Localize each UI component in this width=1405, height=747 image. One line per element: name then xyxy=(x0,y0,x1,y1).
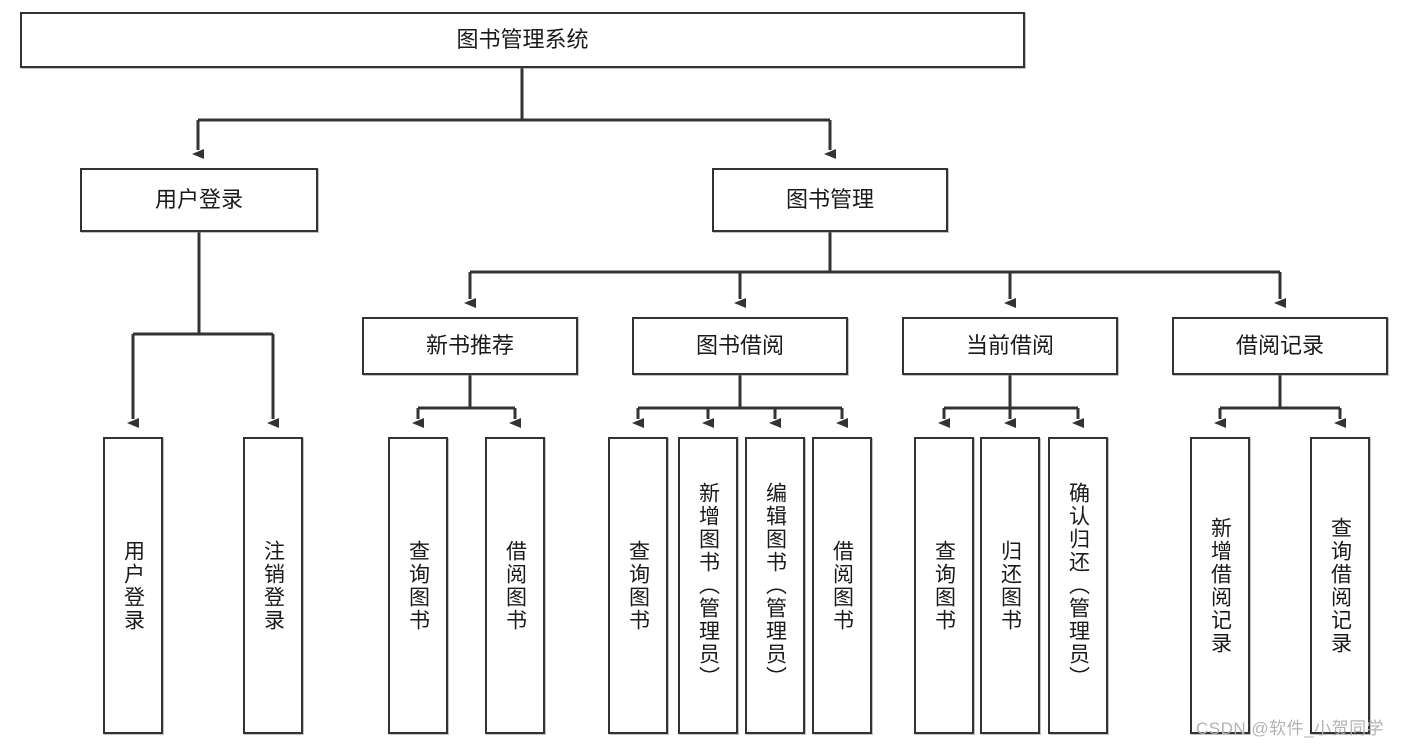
leaf-return-book-label: 归还图书 xyxy=(998,539,1022,632)
leaf-query-book-new-label: 查询图书 xyxy=(406,539,430,632)
leaf-borrow-book-new[interactable]: 借阅图书 xyxy=(485,437,545,734)
leaf-query-borrow-record[interactable]: 查询借阅记录 xyxy=(1310,437,1370,734)
leaf-confirm-return-admin-label: 确认归还（管理员） xyxy=(1066,482,1090,689)
node-book-management[interactable]: 图书管理 xyxy=(712,168,948,232)
leaf-add-borrow-record[interactable]: 新增借阅记录 xyxy=(1190,437,1250,734)
leaf-add-borrow-record-label: 新增借阅记录 xyxy=(1208,516,1232,655)
node-book-borrow[interactable]: 图书借阅 xyxy=(632,317,848,375)
leaf-query-book-current[interactable]: 查询图书 xyxy=(914,437,974,734)
leaf-query-book-new[interactable]: 查询图书 xyxy=(388,437,448,734)
leaf-query-book-borrow-label: 查询图书 xyxy=(626,539,650,632)
csdn-watermark-text: CSDN @软件_小贺同学 xyxy=(1196,719,1385,738)
node-new-book-recommend[interactable]: 新书推荐 xyxy=(362,317,578,375)
leaf-edit-book-admin-label: 编辑图书（管理员） xyxy=(763,482,787,689)
leaf-query-book-borrow[interactable]: 查询图书 xyxy=(608,437,668,734)
leaf-logout-label: 注销登录 xyxy=(261,539,285,632)
leaf-user-login-label: 用户登录 xyxy=(121,539,145,632)
node-current-borrow-label: 当前借阅 xyxy=(965,333,1054,359)
leaf-user-login[interactable]: 用户登录 xyxy=(103,437,163,734)
node-current-borrow[interactable]: 当前借阅 xyxy=(902,317,1118,375)
leaf-query-borrow-record-label: 查询借阅记录 xyxy=(1328,516,1352,655)
node-root[interactable]: 图书管理系统 xyxy=(20,12,1025,68)
leaf-query-book-current-label: 查询图书 xyxy=(932,539,956,632)
leaf-borrow-book[interactable]: 借阅图书 xyxy=(812,437,872,734)
csdn-watermark: CSDN @软件_小贺同学 xyxy=(1196,714,1384,739)
node-book-borrow-label: 图书借阅 xyxy=(695,333,784,359)
leaf-borrow-book-label: 借阅图书 xyxy=(830,539,854,632)
node-user-login-label: 用户登录 xyxy=(154,187,243,213)
leaf-add-book-admin[interactable]: 新增图书（管理员） xyxy=(678,437,738,734)
node-book-management-label: 图书管理 xyxy=(785,187,874,213)
node-root-label: 图书管理系统 xyxy=(456,27,589,53)
leaf-confirm-return-admin[interactable]: 确认归还（管理员） xyxy=(1048,437,1108,734)
leaf-return-book[interactable]: 归还图书 xyxy=(980,437,1040,734)
node-borrow-record[interactable]: 借阅记录 xyxy=(1172,317,1388,375)
node-borrow-record-label: 借阅记录 xyxy=(1235,333,1324,359)
leaf-logout[interactable]: 注销登录 xyxy=(243,437,303,734)
leaf-edit-book-admin[interactable]: 编辑图书（管理员） xyxy=(745,437,805,734)
leaf-add-book-admin-label: 新增图书（管理员） xyxy=(696,482,720,689)
node-user-login[interactable]: 用户登录 xyxy=(80,168,318,232)
leaf-borrow-book-new-label: 借阅图书 xyxy=(503,539,527,632)
node-new-book-recommend-label: 新书推荐 xyxy=(425,333,514,359)
